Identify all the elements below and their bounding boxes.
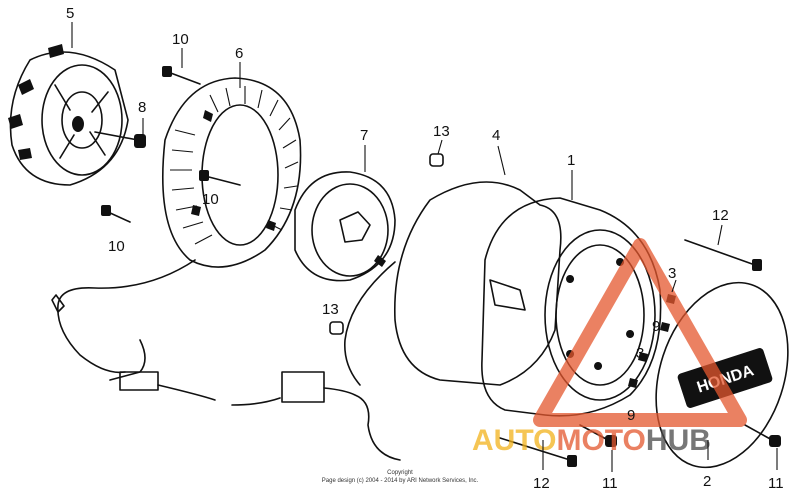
- part-4-gasket: [393, 181, 562, 386]
- copyright-line1: Copyright: [387, 470, 413, 476]
- copyright-line2: Page design (c) 2004 - 2014 by ARI Netwo…: [322, 478, 479, 484]
- part-7-pulser: [294, 171, 396, 282]
- part-1-cover: [481, 197, 662, 417]
- leader-lines: [71, 22, 778, 472]
- label-11b: 11: [768, 475, 784, 492]
- part-8-bolt: [94, 131, 146, 148]
- label-6: 6: [235, 45, 243, 62]
- part-10-bolts: [101, 66, 241, 223]
- label-2: 2: [703, 473, 711, 490]
- part-number-labels: 1 2 3 3 4 5 6 7 8 9 9 10 10 10 11 11 12 …: [66, 5, 784, 492]
- label-3b: 3: [636, 345, 644, 362]
- label-13a: 13: [433, 123, 450, 140]
- label-7: 7: [360, 127, 368, 144]
- watermark-triangle: [533, 238, 747, 427]
- label-10c: 10: [108, 238, 125, 255]
- label-3a: 3: [668, 265, 676, 282]
- part-13-dowels: [329, 153, 444, 335]
- label-10a: 10: [172, 31, 189, 48]
- label-4: 4: [492, 127, 500, 144]
- label-8: 8: [138, 99, 146, 116]
- label-12a: 12: [712, 207, 729, 224]
- part-12-bolts: [499, 239, 762, 467]
- label-13b: 13: [322, 301, 339, 318]
- part-6-stator: [162, 77, 302, 268]
- label-5: 5: [66, 5, 74, 22]
- part-11-screws: [579, 424, 781, 447]
- watermark: AUTOMOTOHUB: [472, 238, 747, 457]
- wiring-harness: [51, 259, 401, 461]
- label-12b: 12: [533, 475, 550, 492]
- label-10b: 10: [202, 191, 219, 208]
- label-1: 1: [567, 152, 575, 169]
- part-5-rotor: [8, 44, 129, 186]
- copyright-block: Copyright Page design (c) 2004 - 2014 by…: [322, 470, 479, 484]
- watermark-moto: MOTO: [556, 424, 645, 457]
- label-9a: 9: [652, 318, 660, 335]
- watermark-hub: HUB: [646, 424, 711, 457]
- label-11a: 11: [602, 475, 618, 492]
- label-9b: 9: [627, 407, 635, 424]
- watermark-auto: AUTO: [472, 424, 556, 457]
- svg-text:AUTOMOTOHUB: AUTOMOTOHUB: [472, 424, 711, 457]
